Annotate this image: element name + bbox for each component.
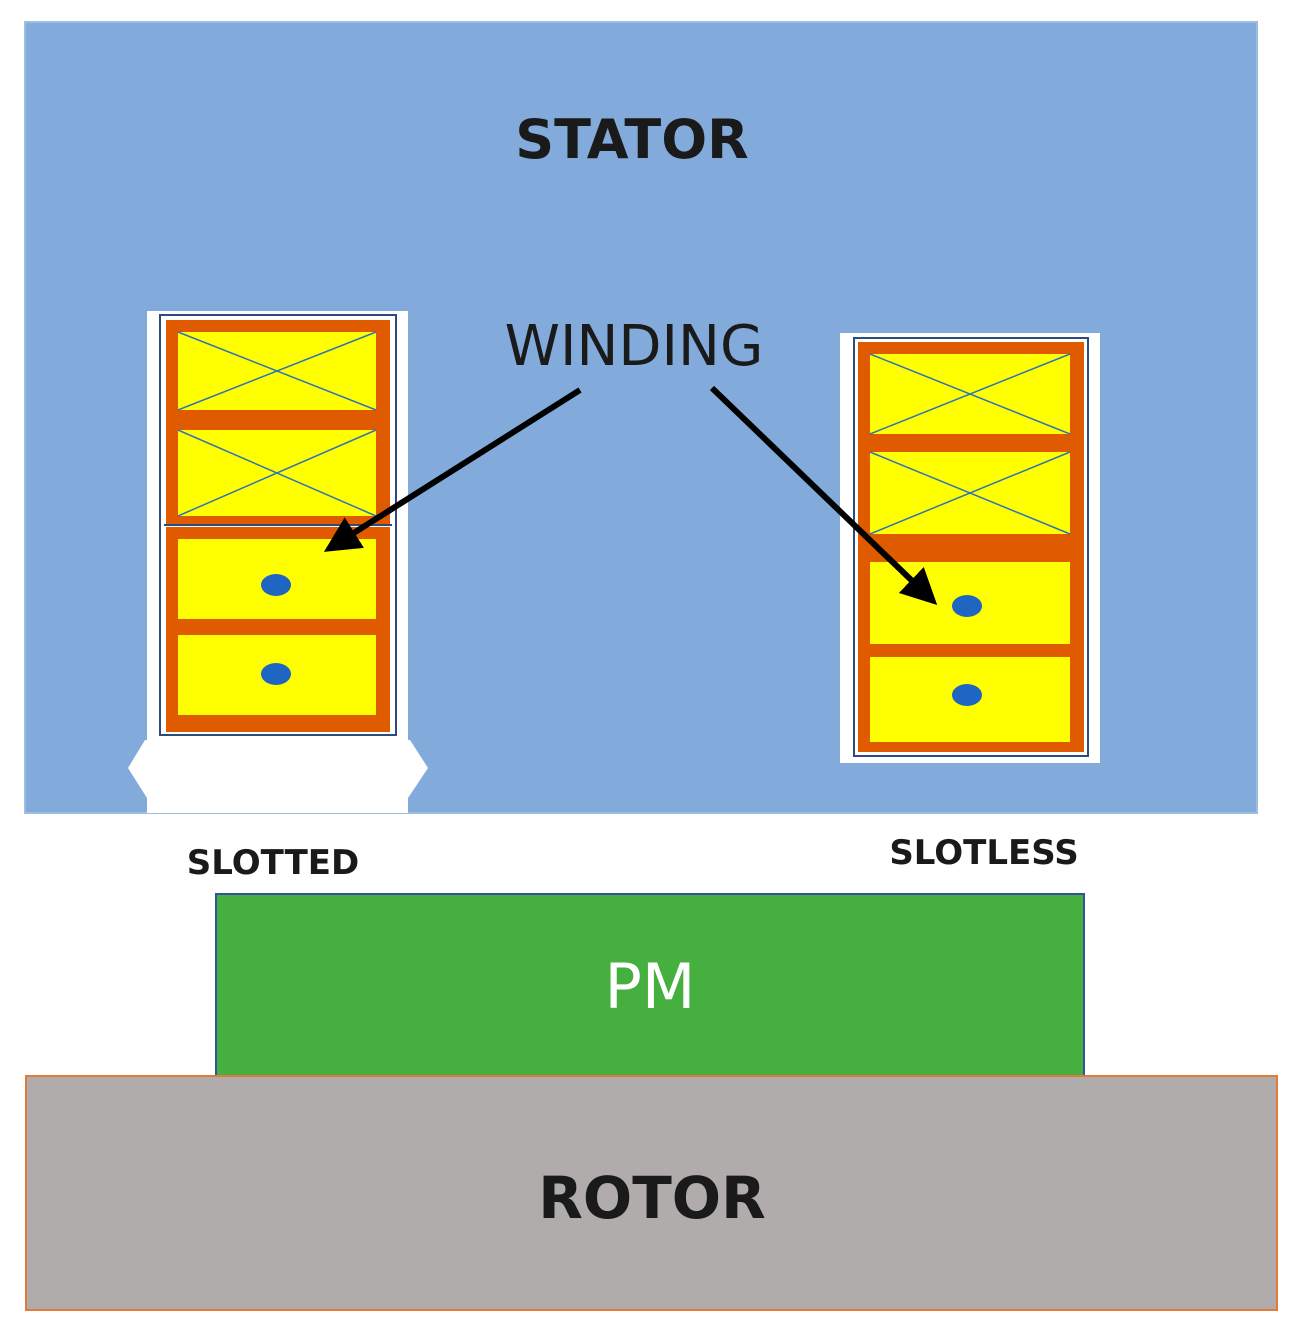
coil-dot [166,527,390,627]
arrow-to-slotted-winding [323,387,582,552]
coil-cross [858,440,1084,540]
winding-label: WINDING [505,314,764,379]
conductor-dot-icon [261,574,291,596]
coil-cross [858,342,1084,442]
rotor-body [25,1075,1278,1311]
coil-cross [166,320,390,420]
slot-frame [853,337,1089,757]
slotted-label: SLOTTED [187,843,359,883]
conductor-dot-icon [952,595,982,617]
slotless-label: SLOTLESS [889,833,1078,873]
coil-dot [166,625,390,732]
stator-label: STATOR [515,108,748,171]
coil-cross [166,418,390,526]
slotted-slot [128,311,428,813]
permanent-magnet [215,893,1085,1077]
conductor-dot-icon [261,663,291,685]
rotor-label: ROTOR [538,1164,766,1232]
arrow-to-slotless-winding [709,385,938,605]
slotless-slot [840,333,1100,763]
slot-tooth-tip-gap [128,740,428,813]
slot-frame [159,314,397,736]
pm-label: PM [605,950,696,1023]
conductor-dot-icon [952,684,982,706]
coil-dot [858,650,1084,752]
coil-dot [858,540,1084,652]
